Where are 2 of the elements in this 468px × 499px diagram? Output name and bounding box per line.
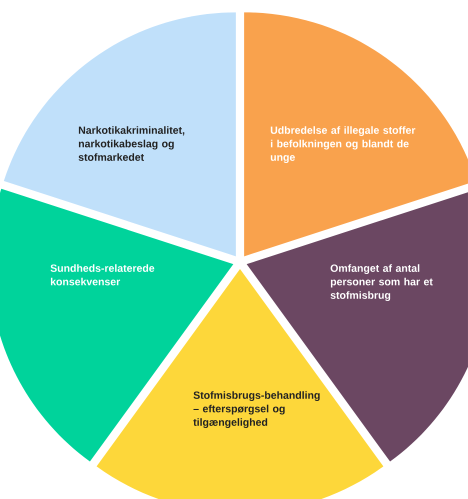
pie-segment: Narkotikakriminalitet, narkotikabeslag og stofmarkedet <box>4 12 236 256</box>
pie-segment: Udbredelse af illegale stoffer i befolkningen og blandt de unge <box>244 12 468 256</box>
